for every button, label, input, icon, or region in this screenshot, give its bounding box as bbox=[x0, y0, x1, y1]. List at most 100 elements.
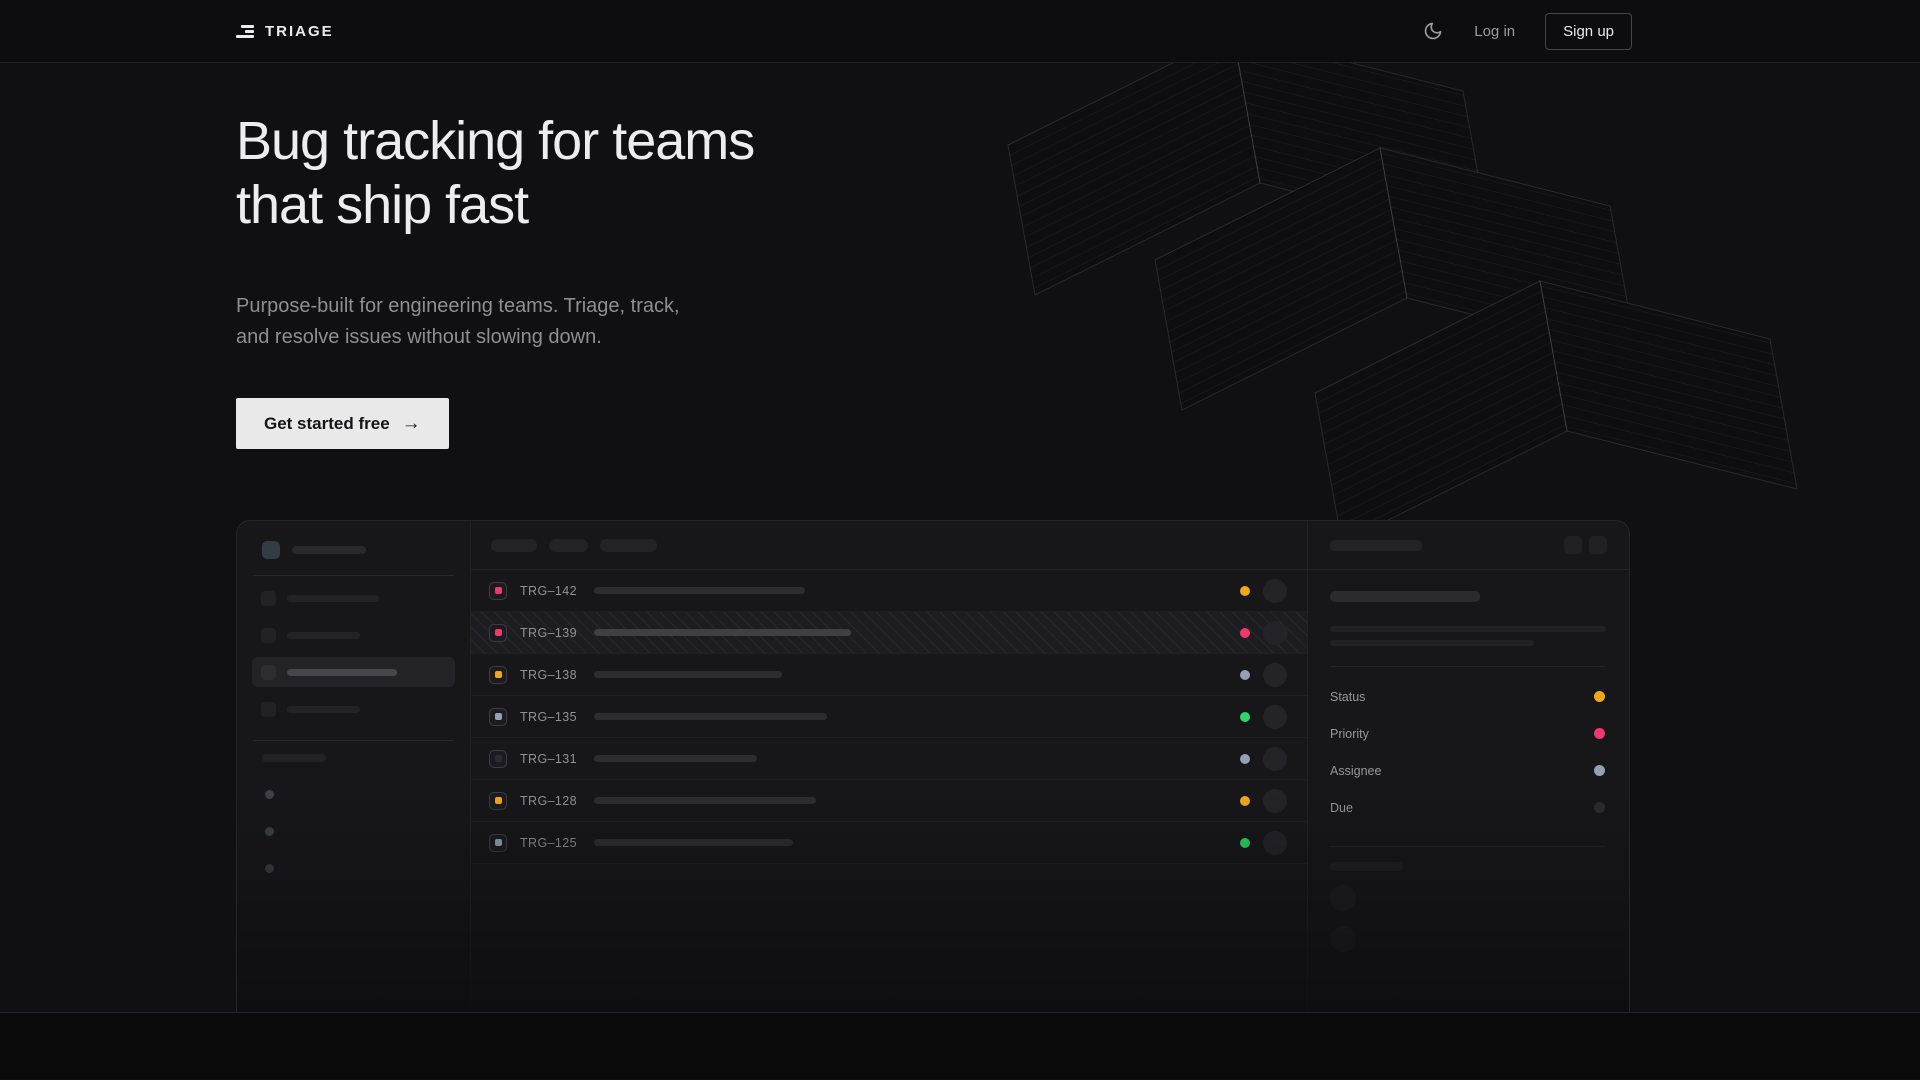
mockup-nav-item bbox=[252, 620, 455, 650]
signup-button[interactable]: Sign up bbox=[1545, 12, 1632, 50]
assignee-avatar bbox=[1263, 662, 1287, 687]
mockup-nav-item bbox=[252, 583, 455, 613]
issue-id: TRG–135 bbox=[520, 709, 577, 724]
skeleton-bar bbox=[287, 631, 360, 639]
skeleton-bar bbox=[287, 594, 379, 602]
mockup-workspace-row bbox=[262, 541, 455, 559]
login-link[interactable]: Log in bbox=[1474, 22, 1516, 40]
issue-row: TRG–125 bbox=[471, 822, 1307, 864]
field-value-dot bbox=[1594, 691, 1605, 702]
issue-row: TRG–139 bbox=[471, 612, 1307, 654]
logo-text: TRIAGE bbox=[265, 22, 334, 40]
issue-status-dot bbox=[1240, 585, 1250, 596]
moon-icon bbox=[1424, 22, 1442, 40]
issue-type-icon bbox=[489, 749, 507, 768]
issue-type-icon bbox=[489, 623, 507, 642]
detail-body: Status Priority Assignee Due bbox=[1308, 570, 1629, 952]
skeleton-tab bbox=[491, 538, 537, 552]
logo[interactable]: TRIAGE bbox=[236, 23, 334, 40]
detail-fields: Status Priority Assignee Due bbox=[1330, 678, 1605, 826]
footer-band bbox=[0, 1013, 1920, 1079]
skeleton-tab bbox=[549, 538, 588, 552]
issue-type-icon bbox=[489, 581, 507, 600]
issue-title-skeleton bbox=[594, 671, 782, 678]
skeleton-bar bbox=[292, 546, 366, 554]
skeleton-title-bar bbox=[1330, 591, 1480, 602]
issue-status-dot bbox=[1240, 669, 1250, 680]
hero-subtitle: Purpose-built for engineering teams. Tri… bbox=[236, 295, 680, 348]
issue-type-icon bbox=[489, 791, 507, 810]
divider bbox=[1330, 666, 1605, 667]
label-dot bbox=[265, 827, 274, 836]
detail-field-row: Status bbox=[1330, 678, 1605, 715]
label-dot bbox=[265, 864, 274, 873]
skeleton-bar bbox=[287, 705, 360, 713]
skeleton-bar bbox=[287, 668, 397, 676]
issue-id: TRG–138 bbox=[520, 667, 577, 682]
issue-list-header bbox=[471, 521, 1307, 570]
field-value-dot bbox=[1594, 802, 1605, 813]
assignee-avatar bbox=[1263, 788, 1287, 813]
assignee-avatar bbox=[1263, 704, 1287, 729]
theme-toggle[interactable] bbox=[1422, 20, 1444, 42]
assignee-avatar bbox=[1263, 620, 1287, 645]
issue-id: TRG–128 bbox=[520, 793, 577, 808]
issue-status-dot bbox=[1240, 753, 1250, 764]
issue-type-icon bbox=[489, 665, 507, 684]
issue-row: TRG–135 bbox=[471, 696, 1307, 738]
nav-item-icon bbox=[261, 590, 276, 606]
issue-status-dot bbox=[1240, 795, 1250, 806]
field-value-dot bbox=[1594, 765, 1605, 776]
divider bbox=[253, 575, 454, 576]
issue-title-skeleton bbox=[594, 797, 816, 804]
issue-status-dot bbox=[1240, 627, 1250, 638]
get-started-label: Get started free bbox=[264, 413, 390, 433]
skeleton-bar bbox=[1330, 539, 1422, 551]
field-label: Assignee bbox=[1330, 763, 1382, 778]
issue-title-skeleton bbox=[594, 629, 851, 636]
issue-status-dot bbox=[1240, 711, 1250, 722]
field-label: Due bbox=[1330, 800, 1353, 815]
issue-id: TRG–139 bbox=[520, 625, 577, 640]
mockup-nav-item-active bbox=[252, 657, 455, 687]
nav-item-icon bbox=[261, 627, 276, 643]
issue-id: TRG–142 bbox=[520, 583, 577, 598]
skeleton-bar bbox=[1330, 626, 1606, 632]
field-label: Priority bbox=[1330, 726, 1369, 741]
panel-button-icon bbox=[1564, 536, 1582, 554]
issue-row: TRG–138 bbox=[471, 654, 1307, 696]
mockup-issue-list: TRG–142 TRG–139 TRG–138 TRG–135 TRG–131 bbox=[471, 521, 1307, 1012]
comment-avatar bbox=[1330, 885, 1356, 911]
top-nav: TRIAGE Log in Sign up bbox=[0, 0, 1920, 63]
get-started-button[interactable]: Get started free → bbox=[236, 398, 449, 449]
arrow-right-icon: → bbox=[401, 412, 421, 434]
nav-actions: Log in Sign up bbox=[1422, 12, 1632, 50]
detail-field-row: Due bbox=[1330, 789, 1605, 826]
label-dot bbox=[265, 790, 274, 799]
issue-title-skeleton bbox=[594, 839, 793, 846]
mockup-detail-panel: Status Priority Assignee Due bbox=[1307, 521, 1629, 1012]
assignee-avatar bbox=[1263, 746, 1287, 771]
issue-row: TRG–131 bbox=[471, 738, 1307, 780]
issue-rows: TRG–142 TRG–139 TRG–138 TRG–135 TRG–131 bbox=[471, 570, 1307, 864]
field-value-dot bbox=[1594, 728, 1605, 739]
detail-field-row: Assignee bbox=[1330, 752, 1605, 789]
detail-header bbox=[1308, 521, 1629, 570]
issue-id: TRG–125 bbox=[520, 835, 577, 850]
panel-button-icon bbox=[1589, 536, 1607, 554]
app-mockup: TRG–142 TRG–139 TRG–138 TRG–135 TRG–131 bbox=[236, 520, 1630, 1012]
issue-type-icon bbox=[489, 707, 507, 726]
issue-type-icon bbox=[489, 833, 507, 852]
issue-title-skeleton bbox=[594, 587, 805, 594]
field-label: Status bbox=[1330, 689, 1366, 704]
nav-item-icon bbox=[261, 701, 276, 717]
skeleton-bar bbox=[1330, 640, 1534, 646]
issue-title-skeleton bbox=[594, 713, 827, 720]
comment-avatar bbox=[1330, 926, 1356, 952]
workspace-avatar bbox=[262, 541, 280, 559]
assignee-avatar bbox=[1263, 578, 1287, 603]
issue-row: TRG–128 bbox=[471, 780, 1307, 822]
divider bbox=[253, 740, 454, 741]
